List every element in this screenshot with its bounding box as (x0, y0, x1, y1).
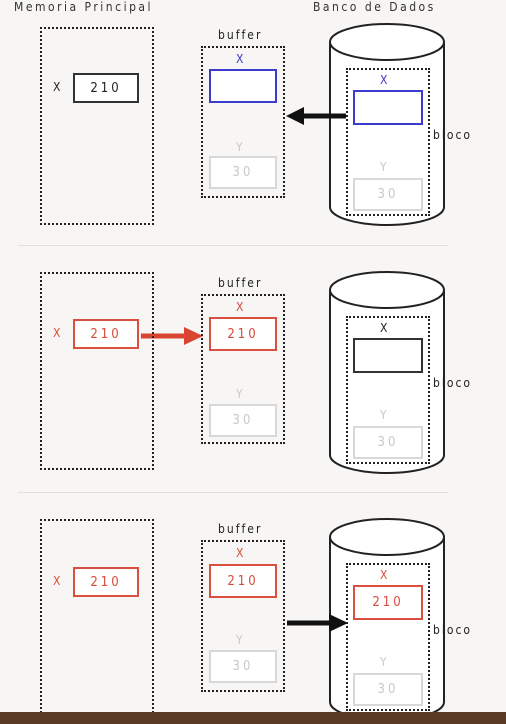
block-label: bloco (433, 376, 472, 390)
arrow-memory-to-buffer (141, 327, 203, 345)
buffer-x-box: 210 (209, 317, 277, 351)
bottom-bar (0, 712, 506, 724)
disk-x-box (353, 338, 423, 373)
disk-y-label: Y (380, 160, 389, 174)
block-label: bloco (433, 623, 472, 637)
disk-y-box: 30 (353, 673, 423, 706)
memory-var-label: X (53, 574, 63, 588)
arrow-disk-to-buffer (286, 107, 346, 125)
disk-x-box: 210 (353, 585, 423, 620)
memory-value-box: 210 (73, 567, 139, 597)
block-label: bloco (433, 128, 472, 142)
database-header: Banco de Dados (313, 0, 436, 14)
buffer-y-label: Y (236, 140, 245, 154)
memory-var-label: X (53, 326, 63, 340)
buffer-y-label: Y (236, 387, 245, 401)
buffer-x-box (209, 69, 277, 103)
buffer-box (201, 540, 285, 692)
disk-y-box: 30 (353, 178, 423, 211)
disk-x-box (353, 90, 423, 125)
buffer-title: buffer (218, 522, 263, 536)
panel-separator (18, 245, 448, 246)
buffer-x-label: X (236, 52, 246, 66)
buffer-y-box: 30 (209, 650, 277, 683)
buffer-x-label: X (236, 300, 246, 314)
buffer-title: buffer (218, 276, 263, 290)
memory-value-box: 210 (73, 319, 139, 349)
buffer-y-box: 30 (209, 156, 277, 189)
main-memory-box (40, 519, 154, 717)
buffer-y-box: 30 (209, 404, 277, 437)
disk-block-box (346, 563, 430, 711)
arrow-buffer-to-disk (287, 614, 348, 632)
buffer-y-label: Y (236, 633, 245, 647)
main-memory-box (40, 272, 154, 470)
disk-block-box (346, 68, 430, 216)
disk-x-label: X (380, 568, 390, 582)
disk-y-label: Y (380, 655, 389, 669)
main-memory-box (40, 27, 154, 225)
buffer-title: buffer (218, 28, 263, 42)
panel-separator (18, 492, 448, 493)
disk-x-label: X (380, 73, 390, 87)
buffer-box (201, 46, 285, 198)
buffer-x-label: X (236, 546, 246, 560)
disk-y-label: Y (380, 408, 389, 422)
main-memory-header: Memoria Principal (14, 0, 154, 14)
disk-block-box (346, 316, 430, 464)
buffer-x-box: 210 (209, 564, 277, 598)
buffer-box (201, 294, 285, 444)
disk-y-box: 30 (353, 426, 423, 459)
disk-x-label: X (380, 321, 390, 335)
memory-value-box: 210 (73, 73, 139, 103)
memory-var-label: X (53, 80, 63, 94)
